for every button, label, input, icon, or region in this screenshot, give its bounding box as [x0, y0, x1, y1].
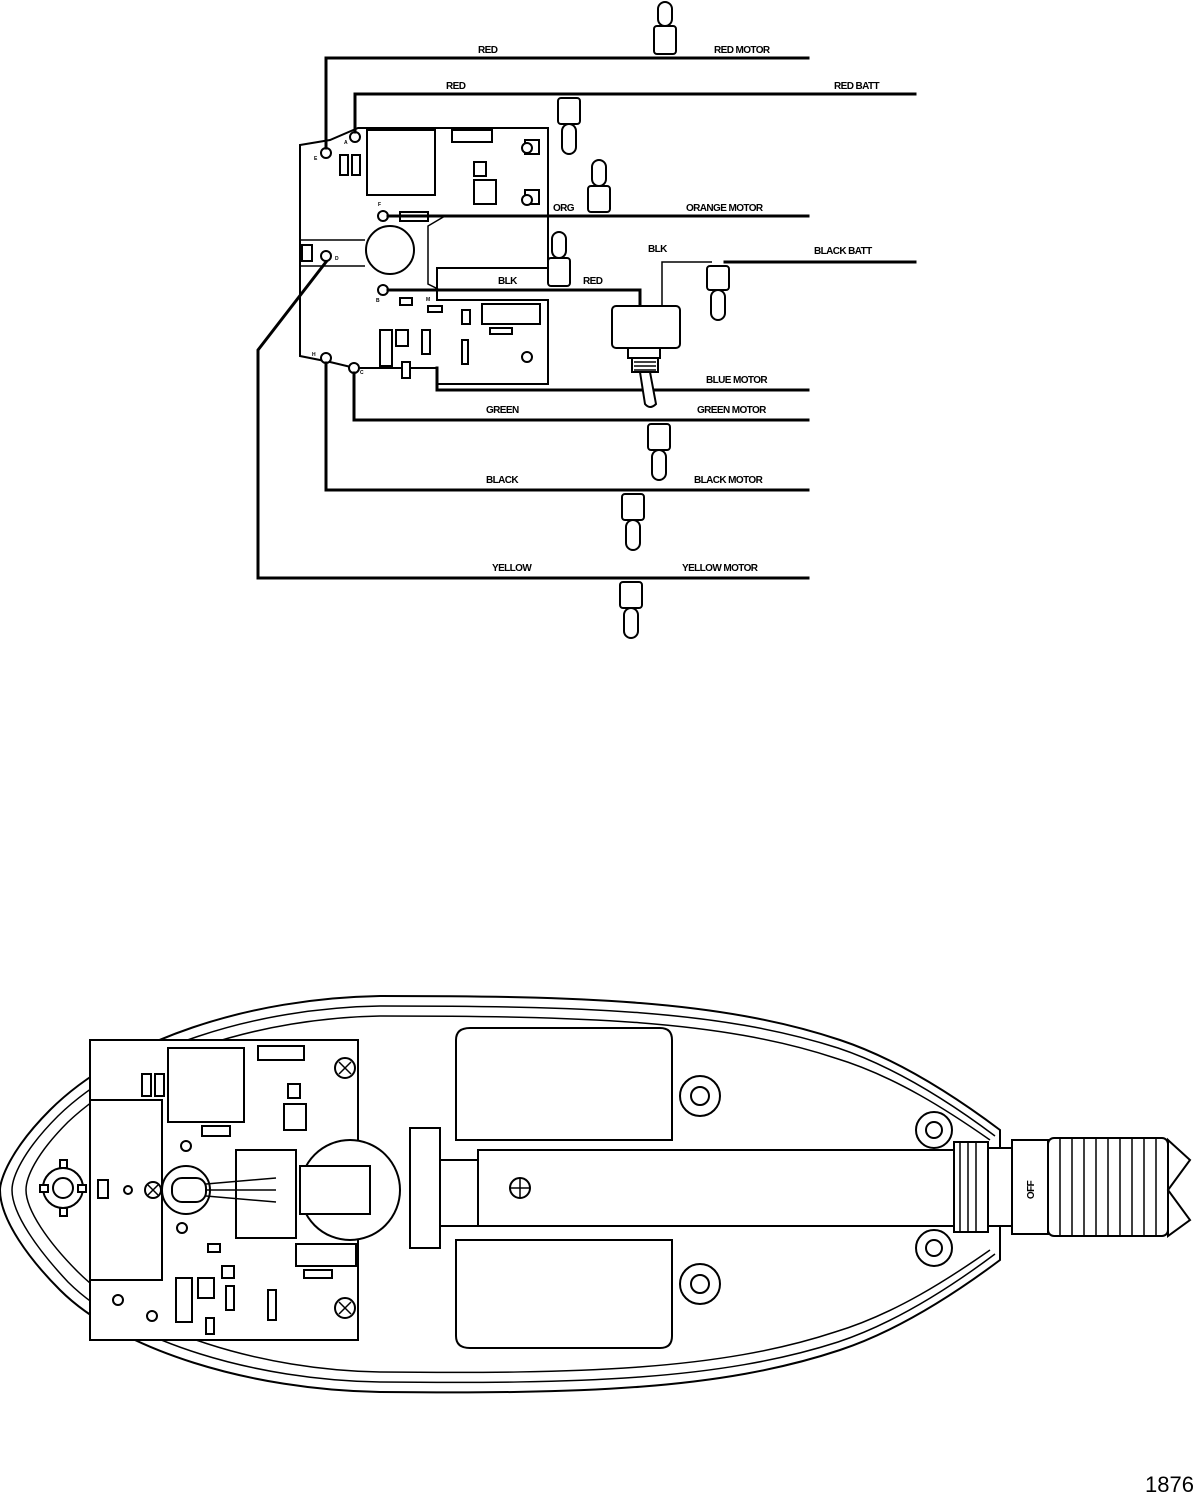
twist-grip-handle[interactable]: OFF	[1011, 1137, 1192, 1238]
connector-green-motor	[647, 423, 671, 481]
board-capacitor	[365, 225, 415, 275]
label-org: ORG	[553, 203, 575, 214]
terminal-label-m: M	[426, 297, 430, 303]
bearing	[915, 1111, 953, 1149]
terminal-label-h: H	[312, 352, 316, 358]
wire-red-motor	[324, 56, 810, 150]
connector-black-motor	[621, 493, 645, 551]
label-green-motor: GREEN MOTOR	[697, 405, 767, 416]
screw-icon	[144, 1181, 162, 1199]
bearing	[915, 1229, 953, 1267]
wire-blk-jumper	[427, 215, 446, 291]
connector-black-batt	[706, 265, 730, 321]
bearing	[679, 1075, 721, 1117]
wire-blk-red-switch	[386, 288, 642, 310]
board-relay-top	[366, 129, 436, 196]
wire-blk-batt-switch	[661, 261, 712, 308]
label-green: GREEN	[486, 405, 519, 416]
connector-blk-red	[547, 231, 571, 287]
screw-icon	[334, 1297, 356, 1319]
wire-red-batt	[353, 92, 917, 134]
terminal-label-a: A	[344, 140, 348, 146]
switch-off-label: OFF	[1026, 1180, 1037, 1199]
connector-yellow-motor	[619, 581, 643, 639]
wire-black-motor	[324, 361, 810, 492]
toggle-switch	[611, 305, 681, 408]
wiring-schematic: E A F D B M H C	[256, 1, 917, 639]
label-yellow-motor: YELLOW MOTOR	[682, 563, 759, 574]
label-blk-1: BLK	[498, 276, 518, 287]
figure-number: 1876	[1145, 1472, 1194, 1497]
terminal-d	[320, 250, 332, 262]
terminal-label-c: C	[360, 370, 364, 376]
label-black: BLACK	[486, 475, 519, 486]
battery-cover	[455, 1027, 673, 1141]
wire-green-motor	[352, 371, 810, 422]
control-head: OFF	[0, 994, 1192, 1394]
label-black-motor: BLACK MOTOR	[694, 475, 764, 486]
label-blue-motor: BLUE MOTOR	[706, 375, 768, 386]
wire-blue-motor	[435, 366, 810, 392]
label-red-motor: RED MOTOR	[714, 45, 771, 56]
terminal-label-d: D	[335, 256, 339, 262]
label-red-1: RED	[478, 45, 498, 56]
terminal-label-f: F	[378, 202, 381, 208]
head-pivot-left	[39, 1159, 87, 1217]
label-orange-motor: ORANGE MOTOR	[686, 203, 764, 214]
label-red-2: RED	[446, 81, 466, 92]
terminal-label-e: E	[314, 156, 318, 162]
terminal-label-b: B	[376, 298, 380, 304]
label-yellow: YELLOW	[492, 563, 532, 574]
connector-red-batt	[557, 97, 581, 155]
wire-yellow-motor	[256, 259, 810, 580]
bearing	[679, 1263, 721, 1305]
label-blk-2: BLK	[648, 244, 668, 255]
connector-orange-motor	[587, 159, 611, 213]
label-red-3: RED	[583, 276, 603, 287]
label-black-batt: BLACK BATT	[814, 246, 872, 257]
screw-icon	[334, 1057, 356, 1079]
label-red-batt: RED BATT	[834, 81, 880, 92]
connector-red-motor	[653, 1, 677, 55]
